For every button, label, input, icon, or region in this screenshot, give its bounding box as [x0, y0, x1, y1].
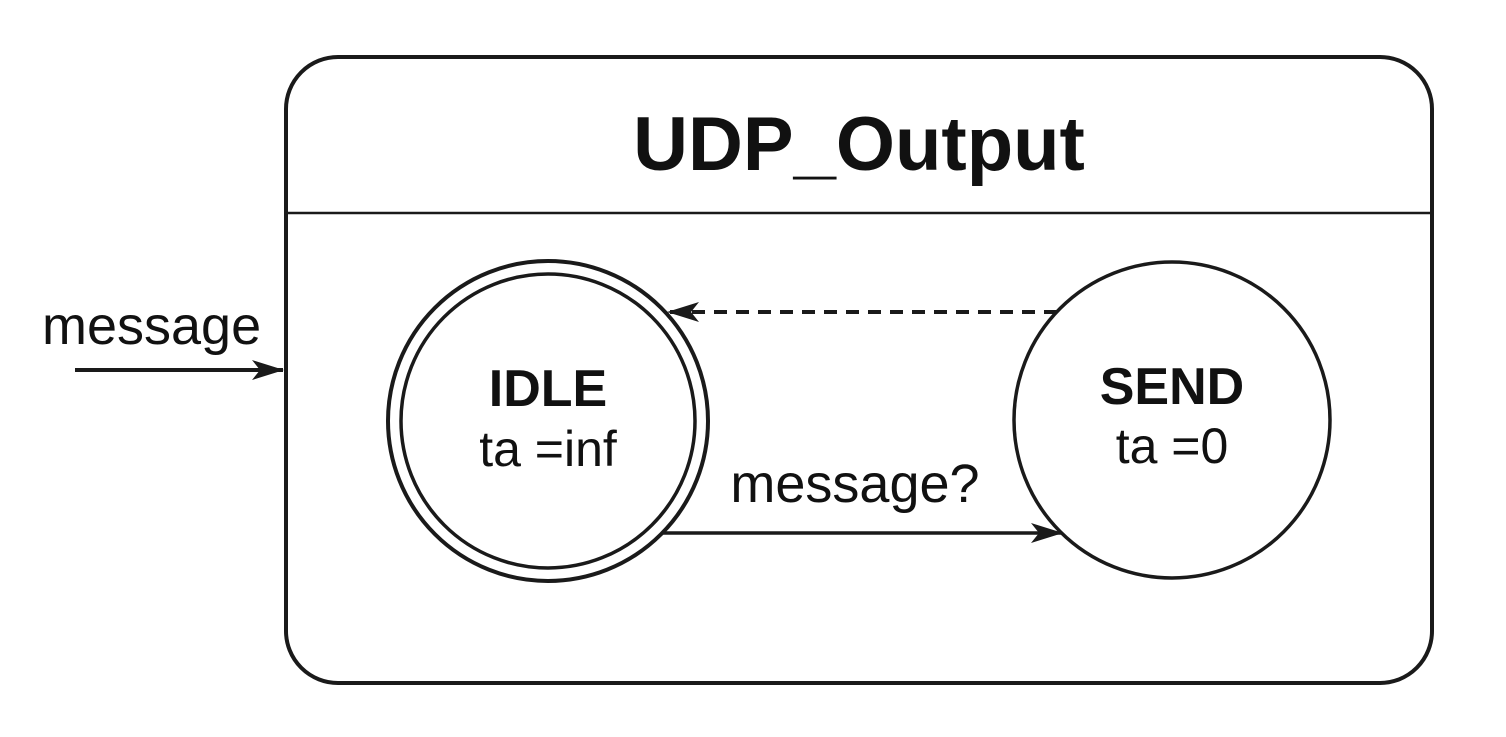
state-idle-inner-circle — [399, 272, 697, 570]
state-send-ta: ta =0 — [1116, 418, 1229, 474]
state-idle-name: IDLE — [489, 360, 607, 418]
state-send-circle — [1012, 260, 1332, 580]
state-idle-outer-circle — [386, 259, 710, 583]
state-send-name: SEND — [1100, 358, 1244, 416]
state-idle: IDLE ta =inf — [386, 259, 710, 583]
input-port-label: message — [42, 296, 261, 356]
state-send: SEND ta =0 — [1012, 260, 1332, 580]
state-idle-ta: ta =inf — [479, 421, 617, 477]
transition-label: message? — [730, 454, 979, 514]
model-title: UDP_Output — [633, 102, 1085, 187]
